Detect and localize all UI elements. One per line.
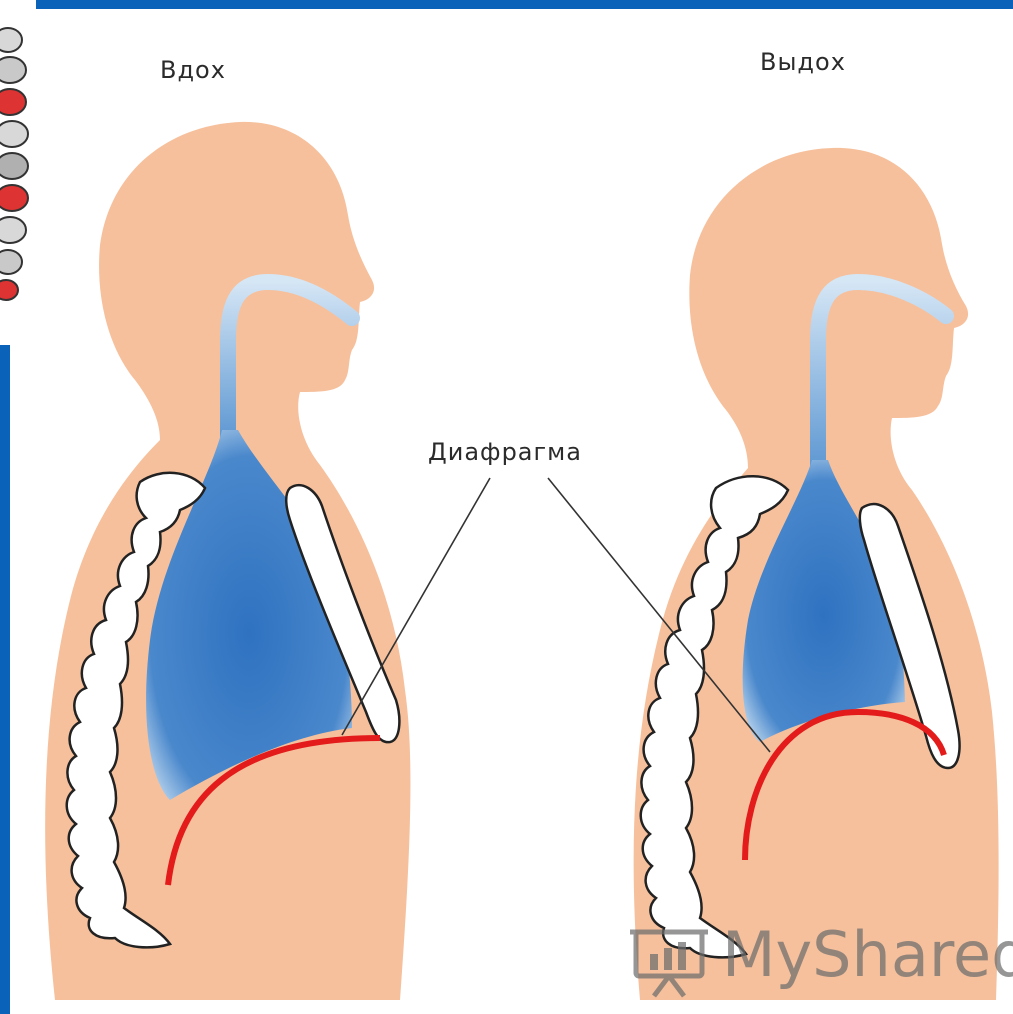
- exhale-label: Выдох: [760, 48, 846, 76]
- diaphragm-label: Диафрагма: [428, 438, 582, 466]
- inhale-label: Вдох: [160, 56, 226, 84]
- presentation-board-icon: [628, 920, 714, 1000]
- inhale-figure: [45, 122, 410, 1000]
- exhale-figure: [634, 148, 999, 1000]
- watermark: MyShared: [628, 918, 1008, 998]
- watermark-text: MyShared: [722, 918, 1013, 991]
